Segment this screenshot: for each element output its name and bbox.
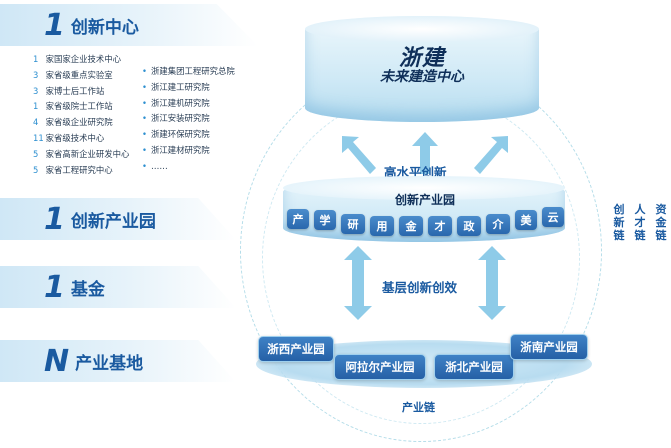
list-count: 4 — [33, 117, 39, 128]
lower-arrow-label: 基层创新创效 — [382, 280, 458, 295]
list-item: •浙江建材研究院 — [142, 143, 235, 159]
chain-char: 链 — [613, 229, 625, 242]
banner-label: 创新中心 — [70, 17, 139, 38]
list-item: •…… — [142, 159, 235, 175]
list-text: 浙江安装研究院 — [150, 113, 210, 124]
bullet-icon: • — [142, 113, 147, 124]
list-count: 5 — [33, 164, 39, 175]
bullet-icon: • — [142, 97, 147, 108]
list-text: 浙建集团工程研究总院 — [150, 66, 235, 76]
logo-title: 浙建 — [398, 46, 445, 71]
chain-char: 创 — [613, 203, 625, 216]
lower-arrows — [344, 246, 506, 320]
park-zhenan: 浙南产业园 — [510, 334, 588, 360]
park-zhebei: 浙北产业园 — [434, 354, 514, 380]
list-item: 1 家国家企业技术中心 — [33, 52, 129, 68]
list-count: 3 — [33, 85, 39, 96]
list-text: 家省级企业研究院 — [45, 117, 113, 128]
list-text: 浙江建机研究院 — [150, 97, 210, 108]
chip-beauty: 美 — [515, 210, 537, 230]
list-count: 1 — [33, 54, 39, 64]
upper-center-arrow — [412, 132, 438, 174]
lower-right-arrow — [478, 246, 506, 320]
banner-number: 1 — [44, 201, 65, 237]
chain-char: 新 — [613, 216, 625, 229]
list-item: 5 家省高新企业研发中心 — [33, 147, 129, 163]
list-text: 家省级技术中心 — [45, 132, 105, 143]
bullet-icon: • — [142, 144, 147, 155]
banner-number: 1 — [44, 269, 65, 305]
lower-left-arrow — [344, 246, 372, 320]
park-cylinder-top-face — [283, 176, 565, 200]
chain-capital: 资 金 链 — [654, 203, 668, 242]
list-item: •浙江建机研究院 — [142, 96, 235, 112]
list-text: 浙建环保研究院 — [150, 129, 210, 140]
list-text: 浙江建工研究院 — [150, 81, 210, 92]
list-item: •浙建集团工程研究总院 — [142, 64, 235, 80]
institute-list: •浙建集团工程研究总院 •浙江建工研究院 •浙江建机研究院 •浙江安装研究院 •… — [142, 64, 235, 175]
list-count: 1 — [33, 101, 39, 112]
chip-study: 学 — [314, 210, 336, 230]
upper-arrows — [342, 132, 508, 174]
list-item: 3 家省级重点实验室 — [33, 68, 129, 84]
list-count: 3 — [33, 69, 39, 80]
list-item: 1 家省级院士工作站 — [33, 99, 129, 115]
chain-char: 才 — [634, 216, 646, 229]
banner-number: N — [44, 343, 70, 379]
banner-label: 产业基地 — [75, 353, 144, 374]
innovation-center-list: 1 家国家企业技术中心 3 家省级重点实验室 3 家博士后工作站 1 家省级院士… — [33, 52, 129, 178]
list-item: 5 家省工程研究中心 — [33, 163, 129, 179]
list-text: 家省级院士工作站 — [45, 101, 113, 112]
chip-use: 用 — [370, 216, 394, 236]
park-title: 创新产业园 — [394, 193, 455, 207]
banner-innovation-center: 1 创新中心 — [0, 4, 258, 46]
list-count: 11 — [33, 132, 44, 143]
chain-char: 资 — [655, 203, 667, 216]
chip-research: 研 — [341, 214, 365, 234]
list-text: 家博士后工作站 — [45, 85, 105, 96]
chain-char: 金 — [655, 216, 667, 229]
banner-industrial-base: N 产业基地 — [0, 340, 236, 382]
list-item: •浙建环保研究院 — [142, 127, 235, 143]
upper-right-arrow — [474, 136, 508, 174]
banner-number: 1 — [44, 7, 65, 43]
banner-innovation-park: 1 创新产业园 — [0, 198, 236, 240]
list-text: 家省级重点实验室 — [45, 69, 113, 80]
upper-left-arrow — [342, 136, 376, 174]
chip-government: 政 — [457, 216, 481, 236]
bullet-icon: • — [142, 81, 147, 92]
chain-char: 链 — [655, 229, 667, 242]
list-text: 浙江建材研究院 — [150, 144, 210, 155]
list-text: 家省高新企业研发中心 — [45, 148, 130, 159]
chain-innovation: 创 新 链 — [612, 203, 626, 242]
bullet-icon: • — [142, 129, 147, 140]
list-text: …… — [150, 160, 168, 171]
banner-label: 创新产业园 — [70, 211, 156, 232]
banner-fund: 1 基金 — [0, 266, 236, 308]
list-count: 5 — [33, 148, 39, 159]
chip-industry: 产 — [287, 209, 309, 229]
logo-subtitle: 未来建造中心 — [380, 69, 464, 85]
list-item: 11 家省级技术中心 — [33, 131, 129, 147]
park-alaer: 阿拉尔产业园 — [334, 354, 426, 380]
bullet-icon: • — [142, 66, 147, 76]
cylinder-top-face — [305, 16, 539, 42]
chip-cloud: 云 — [542, 207, 564, 227]
list-item: •浙江安装研究院 — [142, 111, 235, 127]
list-item: 4 家省级企业研究院 — [33, 115, 129, 131]
list-text: 家省工程研究中心 — [45, 164, 113, 175]
bullet-icon: • — [142, 160, 147, 171]
list-item: •浙江建工研究院 — [142, 80, 235, 96]
chain-char: 链 — [634, 229, 646, 242]
chip-intermediary: 介 — [486, 214, 510, 234]
chip-finance: 金 — [399, 216, 423, 236]
list-text: 家国家企业技术中心 — [45, 54, 122, 64]
list-item: 3 家博士后工作站 — [33, 84, 129, 100]
banner-label: 基金 — [70, 279, 105, 300]
chain-char: 人 — [634, 203, 646, 216]
industry-chain-label: 产业链 — [402, 401, 435, 414]
chip-talent: 才 — [428, 216, 452, 236]
chain-talent: 人 才 链 — [633, 203, 647, 242]
park-zhexi: 浙西产业园 — [258, 336, 334, 362]
